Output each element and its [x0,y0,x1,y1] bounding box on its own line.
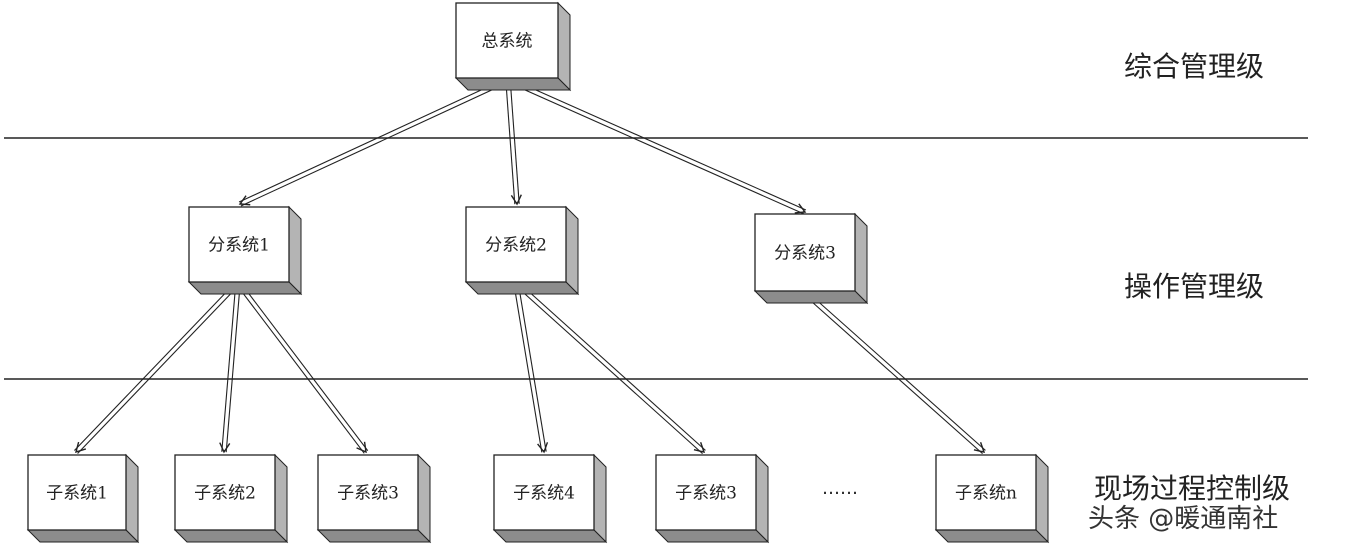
box-bottom [654,529,770,543]
connector-rail [804,288,986,451]
node-sub3: 分系统3 [753,212,869,305]
level-label-top: 综合管理级 [1124,50,1264,83]
connector-rail [513,283,543,453]
node-label: 分系统3 [774,244,836,264]
node-root: 总系统 [454,1,572,92]
box-side [593,453,607,544]
box-bottom [464,281,580,295]
box-bottom [26,529,140,543]
connector-root-to-sub1 [238,77,510,207]
arrowhead [356,441,367,454]
connector-root-to-sub2 [505,79,522,206]
arrowhead [238,195,251,206]
node-sub2: 分系统2 [464,205,580,296]
node-label: 子系统2 [194,484,256,504]
box-bottom [934,529,1050,543]
box-face [455,2,559,79]
node-label: 分系统2 [485,236,547,256]
box-face [655,454,757,531]
connector-root-to-sub3 [506,77,807,215]
level-label-bottom: 现场过程控制级 [1094,472,1290,505]
box-bottom [316,529,432,543]
node-leaf1: 子系统1 [26,453,140,544]
box-face [465,206,567,283]
connector-rail [235,283,365,454]
node-label: 子系统1 [46,484,108,504]
arrowhead [973,442,986,453]
arrowhead [794,203,807,214]
box-face [174,454,276,531]
arrowhead [693,442,706,453]
ellipsis: …… [822,478,858,499]
box-side [125,453,139,544]
node-label: 总系统 [482,32,533,52]
connector-sub3-to-leafn [801,288,986,455]
box-side [755,453,769,544]
node-label: 子系统n [955,484,1017,504]
box-face [935,454,1037,531]
box-side [417,453,431,544]
node-sub1: 分系统1 [187,205,303,296]
node-leaf4: 子系统4 [492,453,608,544]
box-bottom [173,529,289,543]
connector-rail [238,77,508,203]
box-face [754,213,856,292]
box-bottom [492,529,608,543]
box-bottom [187,281,303,295]
connector-sub2-to-leaf5 [514,280,706,455]
connector-rail [77,284,240,454]
connector-sub1-to-leaf3 [235,281,369,454]
connector-sub1-to-leaf1 [74,281,240,454]
connector-sub1-to-leaf2 [219,282,241,454]
watermark: 头条 @暖通南社 [1088,504,1278,534]
node-leaf3: 子系统3 [316,453,432,544]
connector-rail [74,281,237,451]
node-leafn: 子系统n [934,453,1050,544]
connector-sub2-to-leaf4 [513,282,549,454]
node-label: 子系统4 [513,484,575,504]
connectors [74,77,986,455]
connector-rail [225,283,241,453]
box-side [288,205,302,296]
box-bottom [753,290,869,304]
connector-rail [509,79,520,204]
node-label: 子系统3 [675,484,737,504]
connector-rail [240,81,510,207]
box-face [188,206,290,283]
box-side [274,453,288,544]
box-face [317,454,419,531]
node-label: 分系统1 [208,236,270,256]
connector-rail [221,282,237,452]
box-face [27,454,127,531]
connector-rail [801,292,983,455]
node-label: 子系统3 [337,484,399,504]
node-leaf5: 子系统3 [654,453,770,544]
connector-rail [239,281,369,452]
box-face [493,454,595,531]
arrowhead [75,441,87,454]
box-side [557,1,571,92]
box-side [1035,453,1049,544]
box-side [854,212,868,305]
box-side [565,205,579,296]
connector-rail [514,284,703,455]
connector-rail [506,81,805,215]
connector-rail [508,77,807,211]
level-label-middle: 操作管理级 [1124,270,1264,303]
connector-rail [517,282,547,452]
node-leaf2: 子系统2 [173,453,289,544]
connector-rail [517,280,706,451]
connector-rail [505,80,516,205]
box-bottom [454,77,572,91]
